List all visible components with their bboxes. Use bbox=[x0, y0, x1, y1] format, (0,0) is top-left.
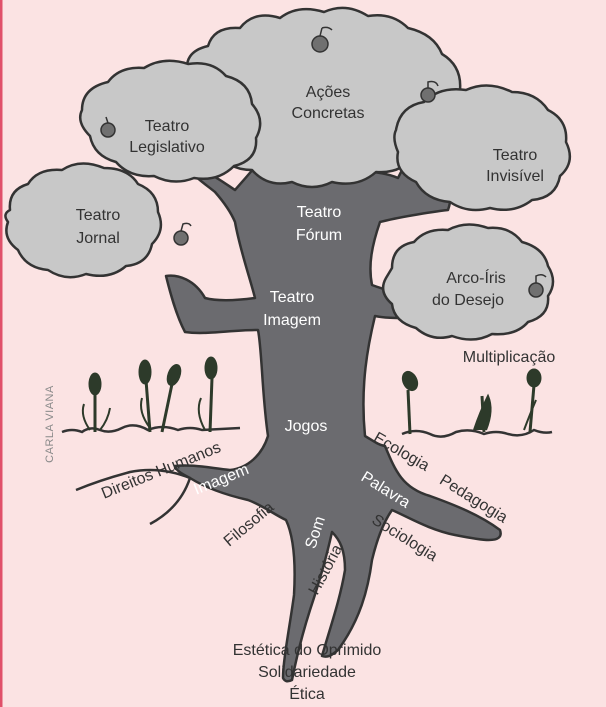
fruit-icon bbox=[529, 283, 543, 297]
crown-label: Jornal bbox=[76, 230, 120, 247]
crown-label: Arco-Íris bbox=[446, 268, 506, 287]
fruit-icon bbox=[101, 123, 115, 137]
crown-label: Invisível bbox=[486, 168, 544, 185]
trunk-label: Jogos bbox=[285, 418, 328, 435]
crown-label: Teatro bbox=[493, 147, 538, 164]
crown-label: Teatro bbox=[76, 207, 121, 224]
ground-label: Estética do Oprimido bbox=[233, 642, 382, 659]
fruit-icon bbox=[312, 36, 328, 52]
crown-label: do Desejo bbox=[432, 292, 504, 309]
crown-label: Concretas bbox=[292, 105, 365, 122]
root-label: Filosofia bbox=[221, 499, 278, 550]
trunk-label: Teatro bbox=[270, 289, 315, 306]
illustrator-credit: CARLA VIANA bbox=[44, 385, 56, 463]
crown-label: Legislativo bbox=[129, 139, 205, 156]
crown-label: Teatro bbox=[145, 118, 190, 135]
fruit-icon bbox=[174, 231, 188, 245]
trunk-label: Teatro bbox=[297, 204, 342, 221]
fruit-icon bbox=[421, 88, 435, 102]
crown-label: Ações bbox=[306, 84, 350, 101]
ground-label: Solidariedade bbox=[258, 664, 356, 681]
trunk-label: Imagem bbox=[263, 312, 321, 329]
ground-label: Ética bbox=[289, 684, 325, 703]
trunk-label: Fórum bbox=[296, 227, 342, 244]
multiplicacao-label: Multiplicação bbox=[463, 349, 556, 366]
